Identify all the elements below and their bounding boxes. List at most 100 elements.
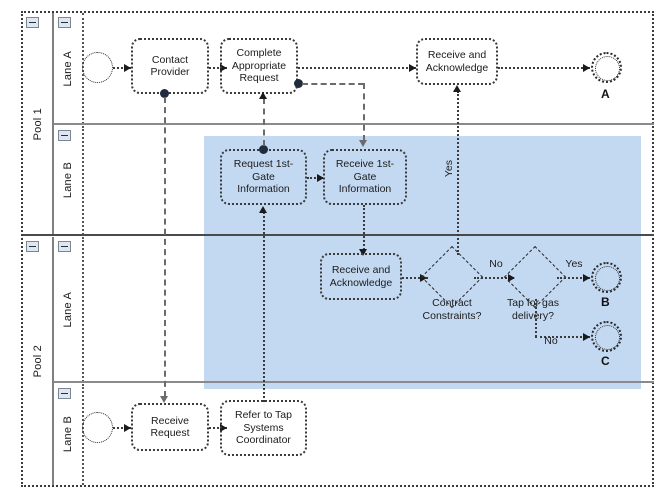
task-receive-request-label: Receive Request <box>150 414 190 440</box>
end-event-b-label: B <box>601 295 610 309</box>
pool-1-lane-a-label-column[interactable]: Lane A <box>54 13 84 124</box>
end-event-a[interactable] <box>591 52 622 83</box>
arrowhead-p1-receive-ack-from-gw <box>453 85 461 92</box>
task-complete-appropriate-request[interactable]: Complete Appropriate Request <box>220 38 298 94</box>
task-complete-appropriate-request-label: Complete Appropriate Request <box>231 47 287 85</box>
flow-receive-request-to-refer <box>209 427 227 429</box>
pool-1-lane-b-collapse-icon[interactable] <box>58 130 71 141</box>
arrowhead-receive-ack-p1 <box>409 64 416 72</box>
task-contact-provider[interactable]: Contact Provider <box>131 38 209 94</box>
flow-start2-to-receive-request <box>113 427 131 429</box>
flow-label-no-between-gateways: No <box>489 258 503 270</box>
msg-flow-complete-to-receive-gate-h <box>302 83 364 85</box>
flow-receive-ack-to-end-a <box>498 67 590 69</box>
pool-2-label: Pool 2 <box>31 344 44 378</box>
task-request-1st-gate-information-label: Request 1st- Gate Information <box>233 158 294 196</box>
task-receive-and-acknowledge-p2-label: Receive and Acknowledge <box>329 264 393 289</box>
arrowhead-msg-complete-request <box>259 92 267 99</box>
message-source-dot-complete-request <box>294 79 303 88</box>
message-source-dot-request-1st-gate <box>259 145 268 154</box>
pool-2-collapse-icon[interactable] <box>26 241 39 252</box>
pool-2-lane-a-label: Lane A <box>62 291 74 328</box>
gateway-tap-for-gas-delivery-label: Tap for gas delivery? <box>507 297 559 322</box>
pool-1-lane-a-label: Lane A <box>62 50 74 87</box>
arrowhead-msg-receive-request <box>160 396 168 403</box>
pool-2-label-column[interactable]: Pool 2 <box>23 237 54 485</box>
pool-boundary-divider <box>23 234 654 236</box>
arrowhead-contract-gw <box>420 274 427 282</box>
pool-2-lane-a-collapse-icon[interactable] <box>58 241 71 252</box>
task-refer-to-tap-systems-coordinator-label: Refer to Tap Systems Coordinator <box>234 409 292 447</box>
highlight-region <box>204 136 641 389</box>
task-refer-to-tap-systems-coordinator[interactable]: Refer to Tap Systems Coordinator <box>220 400 307 456</box>
end-event-c-label: C <box>601 354 610 368</box>
arrowhead-receive-ack-p2 <box>359 249 367 256</box>
flow-receive-ack-to-contract-gw <box>402 277 428 279</box>
arrowhead-end-a <box>583 64 590 72</box>
pool-2-lane-b-label: Lane B <box>62 416 74 453</box>
task-receive-and-acknowledge-p1-label: Receive and Acknowledge <box>425 49 489 74</box>
flow-contact-to-complete <box>209 67 227 69</box>
pool-1-label: Pool 1 <box>31 107 44 141</box>
arrowhead-end-b <box>583 274 590 282</box>
message-source-dot-contact-provider <box>160 89 169 98</box>
pool-1-lane-a-label-wrap: Lane A <box>54 13 82 124</box>
flow-tap-gw-to-end-c-h <box>535 336 590 338</box>
end-event-b-inner-ring <box>595 266 620 291</box>
end-event-a-label: A <box>601 87 610 101</box>
arrowhead-refer-tap <box>220 424 227 432</box>
flow-complete-to-receive-ack <box>298 67 416 69</box>
arrowhead-contact <box>124 64 131 72</box>
flow-contract-gw-to-tap-gw <box>474 277 514 279</box>
end-event-c[interactable] <box>591 321 622 352</box>
arrowhead-tap-gw <box>508 274 515 282</box>
flow-tap-gw-to-end-b <box>557 277 590 279</box>
start-event-pool2[interactable] <box>82 412 113 443</box>
pool-2-lane-b-label-wrap: Lane B <box>54 384 82 485</box>
task-request-1st-gate-information[interactable]: Request 1st- Gate Information <box>220 149 307 205</box>
end-event-b[interactable] <box>591 262 622 293</box>
pool-1-lane-a-collapse-icon[interactable] <box>58 17 71 28</box>
flow-contract-gw-yes-to-p1-receive-ack <box>457 91 459 255</box>
flow-label-yes-to-end-b: Yes <box>565 258 583 270</box>
pool-2-lane-b-collapse-icon[interactable] <box>58 388 71 399</box>
arrowhead-end-c <box>583 333 590 341</box>
pool-1-label-wrap: Pool 1 <box>23 13 52 235</box>
pool-1-lane-b-label-column[interactable]: Lane B <box>54 126 84 235</box>
pool-1-label-column[interactable]: Pool 1 <box>23 13 54 235</box>
pool-2-lane-a-label-wrap: Lane A <box>54 237 82 382</box>
arrowhead-complete <box>220 64 227 72</box>
pool-1-lane-b-label-wrap: Lane B <box>54 126 82 235</box>
msg-flow-complete-to-receive-gate-v <box>363 83 365 141</box>
task-receive-1st-gate-information[interactable]: Receive 1st- Gate Information <box>323 149 407 205</box>
pool-2-lane-b-label-column[interactable]: Lane B <box>54 384 84 485</box>
msg-flow-contact-to-receive-request <box>164 97 166 397</box>
msg-flow-request-gate-to-complete <box>263 98 265 146</box>
task-receive-and-acknowledge-p1[interactable]: Receive and Acknowledge <box>416 38 498 85</box>
pool-1-lane-b-label: Lane B <box>62 162 74 199</box>
start-event-pool1[interactable] <box>82 52 113 83</box>
end-event-a-inner-ring <box>595 56 620 81</box>
flow-label-no-to-end-c: No <box>544 335 558 347</box>
flow-label-yes-vertical: Yes <box>443 160 455 178</box>
arrowhead-receive-request <box>124 424 131 432</box>
task-receive-and-acknowledge-p2[interactable]: Receive and Acknowledge <box>320 253 402 300</box>
arrowhead-request-1st-gate <box>259 206 267 213</box>
arrowhead-receive-1st-gate <box>317 174 324 182</box>
pool-2-lane-a-label-column[interactable]: Lane A <box>54 237 84 382</box>
flow-start-to-contact <box>113 67 131 69</box>
flow-refer-to-request-1st-gate <box>263 212 265 402</box>
gateway-contract-constraints-label: Contract Constraints? <box>422 297 482 322</box>
pool-1-lane-divider <box>54 123 654 125</box>
arrowhead-msg-receive-1st-gate <box>359 140 367 147</box>
pool-2-lane-divider <box>54 381 654 383</box>
task-contact-provider-label: Contact Provider <box>150 53 190 79</box>
task-receive-request[interactable]: Receive Request <box>131 403 209 451</box>
end-event-c-inner-ring <box>595 325 620 350</box>
task-receive-1st-gate-information-label: Receive 1st- Gate Information <box>335 158 395 196</box>
flow-tap-gw-to-end-c-v <box>535 299 537 337</box>
pool-1-collapse-icon[interactable] <box>26 17 39 28</box>
diagram-selection-frame <box>21 11 654 487</box>
pool-2-label-wrap: Pool 2 <box>23 237 52 485</box>
